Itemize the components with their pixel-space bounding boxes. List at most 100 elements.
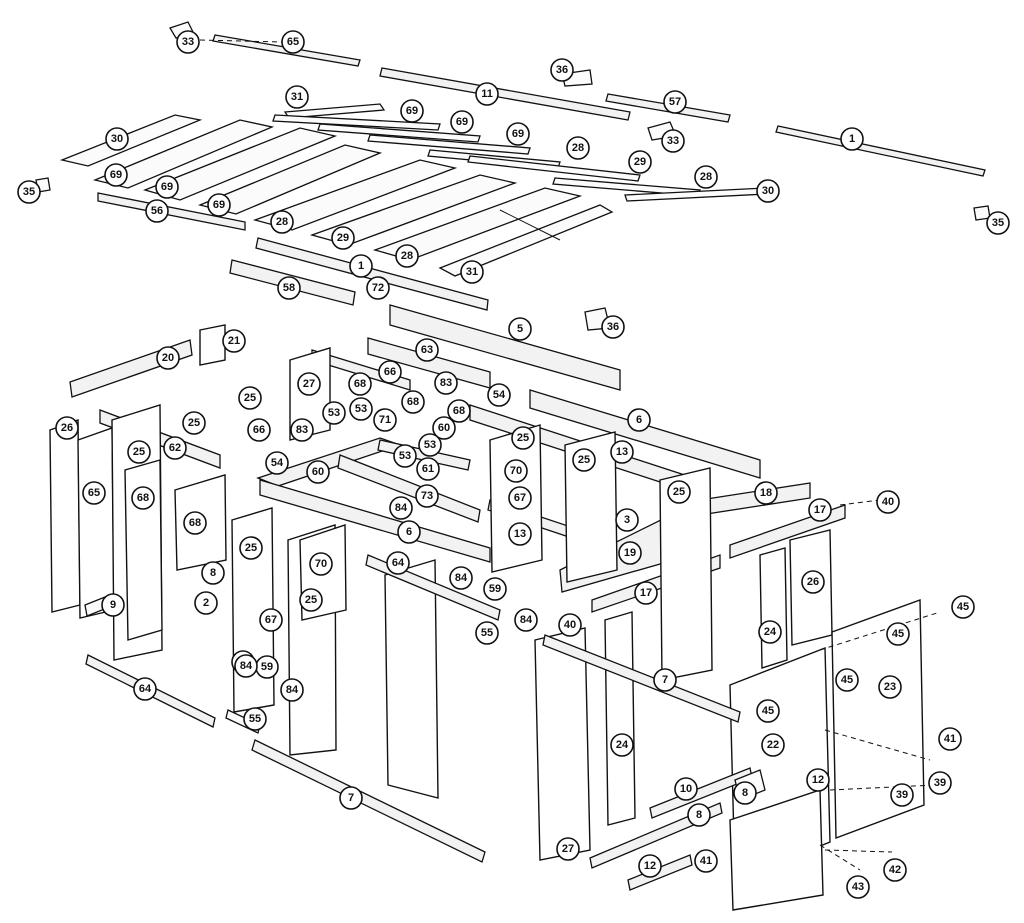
svg-text:7: 7	[348, 792, 354, 804]
callout-label: 28	[694, 165, 718, 189]
svg-text:13: 13	[616, 446, 628, 458]
callout-label: 33	[661, 129, 685, 153]
callout-label: 2	[194, 591, 218, 615]
callout-label: 66	[247, 418, 271, 442]
callout-label: 60	[432, 416, 456, 440]
callout-label: 30	[756, 179, 780, 203]
svg-text:56: 56	[151, 205, 163, 217]
svg-text:59: 59	[489, 583, 501, 595]
callout-label: 63	[415, 338, 439, 362]
callout-label: 67	[508, 486, 532, 510]
callout-label: 43	[846, 875, 870, 899]
svg-text:68: 68	[354, 378, 366, 390]
svg-text:68: 68	[407, 396, 419, 408]
svg-text:7: 7	[662, 674, 668, 686]
callout-label: 84	[234, 654, 258, 678]
callout-label: 54	[487, 383, 511, 407]
callout-label: 56	[145, 199, 169, 223]
roof-panel-31-bottom	[438, 204, 614, 277]
svg-text:45: 45	[892, 628, 904, 640]
svg-text:45: 45	[957, 601, 969, 613]
callout-label: 66	[378, 360, 402, 384]
svg-text:33: 33	[182, 36, 194, 48]
callout-label: 40	[876, 490, 900, 514]
svg-text:71: 71	[379, 414, 391, 426]
svg-text:6: 6	[636, 414, 642, 426]
svg-text:36: 36	[556, 64, 568, 76]
callout-label: 69	[155, 175, 179, 199]
svg-text:54: 54	[271, 457, 284, 469]
callout-label: 8	[687, 803, 711, 827]
callout-label: 31	[460, 260, 484, 284]
callout-label: 53	[322, 401, 346, 425]
svg-text:41: 41	[700, 855, 712, 867]
callout-label: 84	[280, 678, 304, 702]
right-walls	[489, 424, 925, 911]
svg-text:39: 39	[896, 789, 908, 801]
svg-text:83: 83	[440, 377, 452, 389]
svg-text:67: 67	[265, 614, 277, 626]
svg-text:39: 39	[934, 777, 946, 789]
callout-label: 28	[270, 210, 294, 234]
svg-text:1: 1	[358, 260, 364, 272]
svg-text:12: 12	[644, 860, 656, 872]
eave-rail-56	[97, 192, 246, 231]
callout-label: 69	[506, 122, 530, 146]
svg-text:17: 17	[640, 587, 652, 599]
callout-label: 1	[349, 254, 373, 278]
callout-label: 55	[475, 621, 499, 645]
svg-text:65: 65	[88, 487, 100, 499]
callout-label: 25	[239, 536, 263, 560]
svg-text:64: 64	[139, 683, 152, 695]
callout-label: 36	[601, 315, 625, 339]
callout-label: 26	[801, 570, 825, 594]
svg-text:61: 61	[422, 463, 434, 475]
callout-label: 45	[835, 668, 859, 692]
svg-text:62: 62	[169, 442, 181, 454]
callout-label: 45	[951, 595, 975, 619]
rail-5	[389, 304, 621, 391]
ridge-rail-11	[379, 67, 631, 121]
callout-label: 5	[508, 317, 532, 341]
svg-text:29: 29	[337, 232, 349, 244]
callout-label: 7	[339, 786, 363, 810]
callout-label: 28	[566, 136, 590, 160]
svg-text:31: 31	[291, 91, 303, 103]
callout-label: 12	[638, 854, 662, 878]
svg-text:25: 25	[244, 392, 256, 404]
svg-text:63: 63	[421, 344, 433, 356]
callout-label: 8	[201, 561, 225, 585]
callout-label: 58	[277, 276, 301, 300]
svg-text:67: 67	[514, 492, 526, 504]
panel-25-right-c	[659, 467, 713, 681]
callout-label: 68	[401, 390, 425, 414]
svg-text:33: 33	[667, 135, 679, 147]
svg-text:26: 26	[807, 576, 819, 588]
svg-text:84: 84	[455, 572, 468, 584]
callout-label: 69	[207, 193, 231, 217]
callout-label: 27	[556, 837, 580, 861]
svg-text:84: 84	[395, 502, 408, 514]
callout-label: 27	[297, 372, 321, 396]
svg-text:11: 11	[481, 88, 493, 100]
svg-text:60: 60	[312, 466, 324, 478]
callout-label: 13	[508, 522, 532, 546]
rail-18	[699, 482, 811, 516]
svg-text:17: 17	[814, 504, 826, 516]
svg-text:8: 8	[696, 809, 702, 821]
svg-text:69: 69	[456, 116, 468, 128]
svg-text:24: 24	[764, 626, 777, 638]
callout-label: 26	[55, 416, 79, 440]
callout-label: 13	[610, 440, 634, 464]
callout-label: 20	[156, 346, 180, 370]
callout-label: 25	[572, 448, 596, 472]
callout-label: 31	[285, 85, 309, 109]
svg-text:73: 73	[421, 490, 433, 502]
svg-text:40: 40	[882, 496, 894, 508]
svg-text:2: 2	[203, 597, 209, 609]
svg-text:10: 10	[680, 783, 692, 795]
callout-label: 39	[890, 783, 914, 807]
svg-text:53: 53	[399, 450, 411, 462]
svg-text:70: 70	[315, 558, 327, 570]
callout-label: 24	[758, 620, 782, 644]
